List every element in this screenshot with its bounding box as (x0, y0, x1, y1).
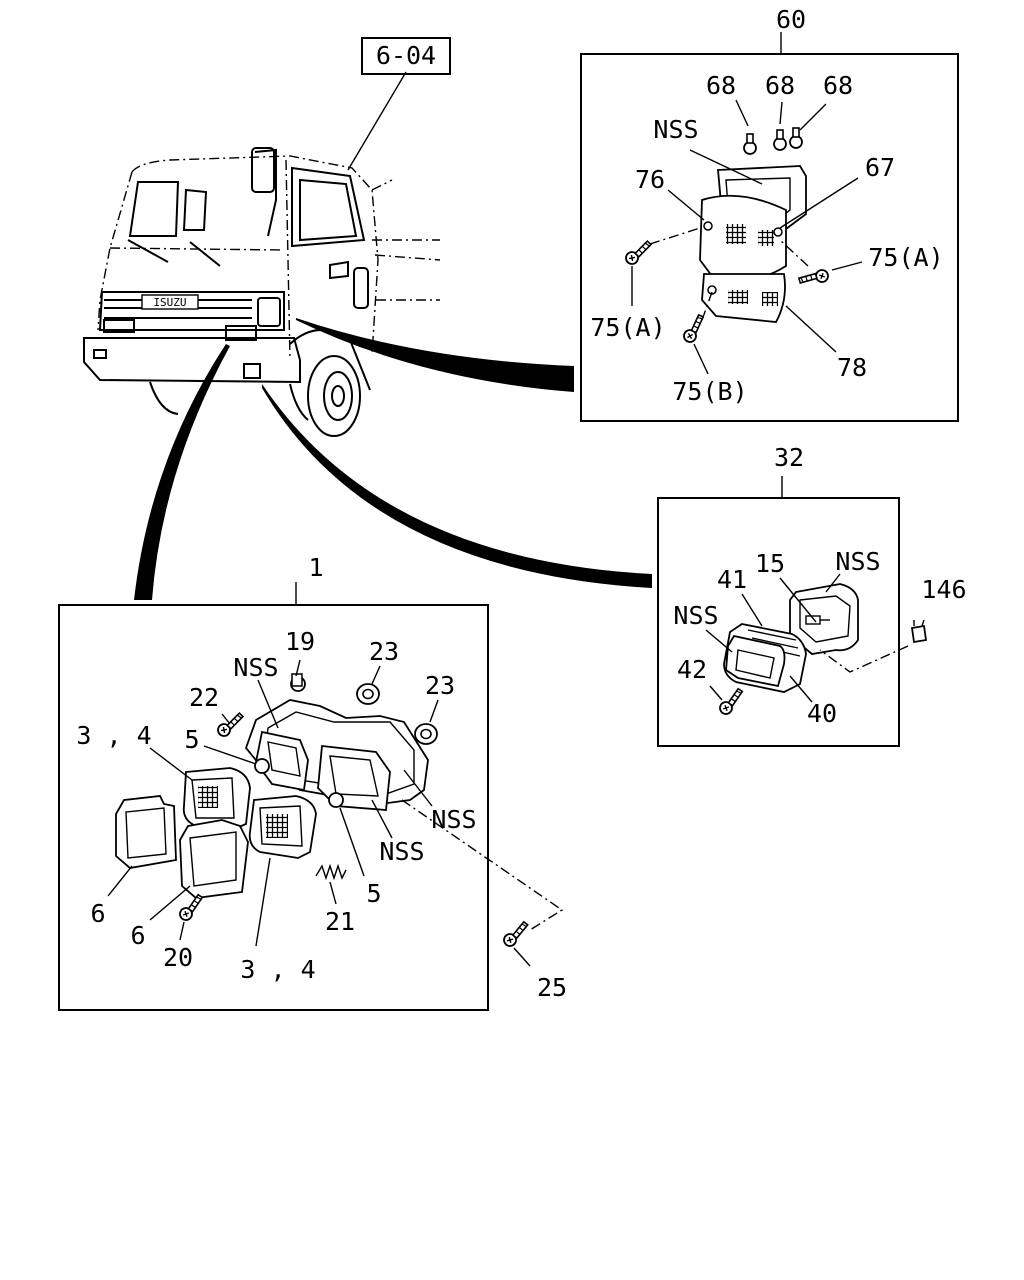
callout-3-4-top: 3 , 4 (76, 721, 151, 750)
callout-20: 20 (163, 943, 193, 972)
callout-nss-mid: NSS (379, 837, 424, 866)
callout-nss: NSS (653, 115, 698, 144)
callout-40: 40 (807, 699, 837, 728)
callout-6-left: 6 (90, 899, 105, 928)
callout-68-a: 68 (706, 71, 736, 100)
bulb-icon (743, 133, 757, 155)
leader-sweeps (134, 71, 652, 600)
callout-nss-top-head: NSS (233, 653, 278, 682)
callout-75a-right: 75(A) (868, 243, 943, 272)
callout-78: 78 (837, 353, 867, 382)
callout-6-mid: 6 (130, 921, 145, 950)
callout-15: 15 (755, 549, 785, 578)
grommet-icon (356, 683, 380, 705)
callout-5-bottom: 5 (366, 879, 381, 908)
screw-icon (499, 920, 533, 949)
callout-67: 67 (865, 153, 895, 182)
callout-41: 41 (717, 565, 747, 594)
side-marker-panel: 32 15 NSS 41 146 NSS 42 40 (657, 443, 967, 747)
callout-5-top: 5 (184, 725, 199, 754)
callout-19: 19 (285, 627, 315, 656)
callout-nss-left: NSS (673, 601, 718, 630)
callout-75a-left: 75(A) (590, 313, 665, 342)
callout-1: 1 (308, 553, 323, 582)
bulb-icon (773, 129, 787, 151)
bulb-icon (789, 127, 803, 149)
callout-68-b: 68 (765, 71, 795, 100)
screw-icon (622, 239, 655, 266)
screw-icon (714, 686, 749, 717)
truck-illustration: ISUZU (83, 147, 441, 437)
callout-76: 76 (635, 165, 665, 194)
head-lamp-panel: 1 1 (58, 553, 567, 1011)
screw-icon (796, 262, 831, 293)
reference-label: 6-04 (376, 41, 436, 70)
callout-22: 22 (189, 683, 219, 712)
callout-75b: 75(B) (672, 377, 747, 406)
callout-146: 146 (921, 575, 966, 604)
callout-23-b: 23 (425, 671, 455, 700)
callout-21: 21 (325, 907, 355, 936)
screw-icon (214, 711, 247, 738)
brand-badge: ISUZU (153, 296, 186, 309)
callout-3-4-bottom: 3 , 4 (240, 955, 315, 984)
reference-tag: 6-04 (361, 37, 451, 75)
callout-68-c: 68 (823, 71, 853, 100)
callout-42: 42 (677, 655, 707, 684)
callout-60: 60 (776, 5, 806, 34)
screw-icon (174, 892, 209, 923)
screw-icon (676, 312, 713, 346)
callout-nss-top: NSS (835, 547, 880, 576)
callout-25: 25 (537, 973, 567, 1002)
tail-light-panel: 60 68 68 68 NSS 76 67 78 (580, 5, 959, 422)
callout-nss-right: NSS (431, 805, 476, 834)
grommet-icon (414, 723, 438, 745)
callout-32: 32 (774, 443, 804, 472)
callout-23-a: 23 (369, 637, 399, 666)
